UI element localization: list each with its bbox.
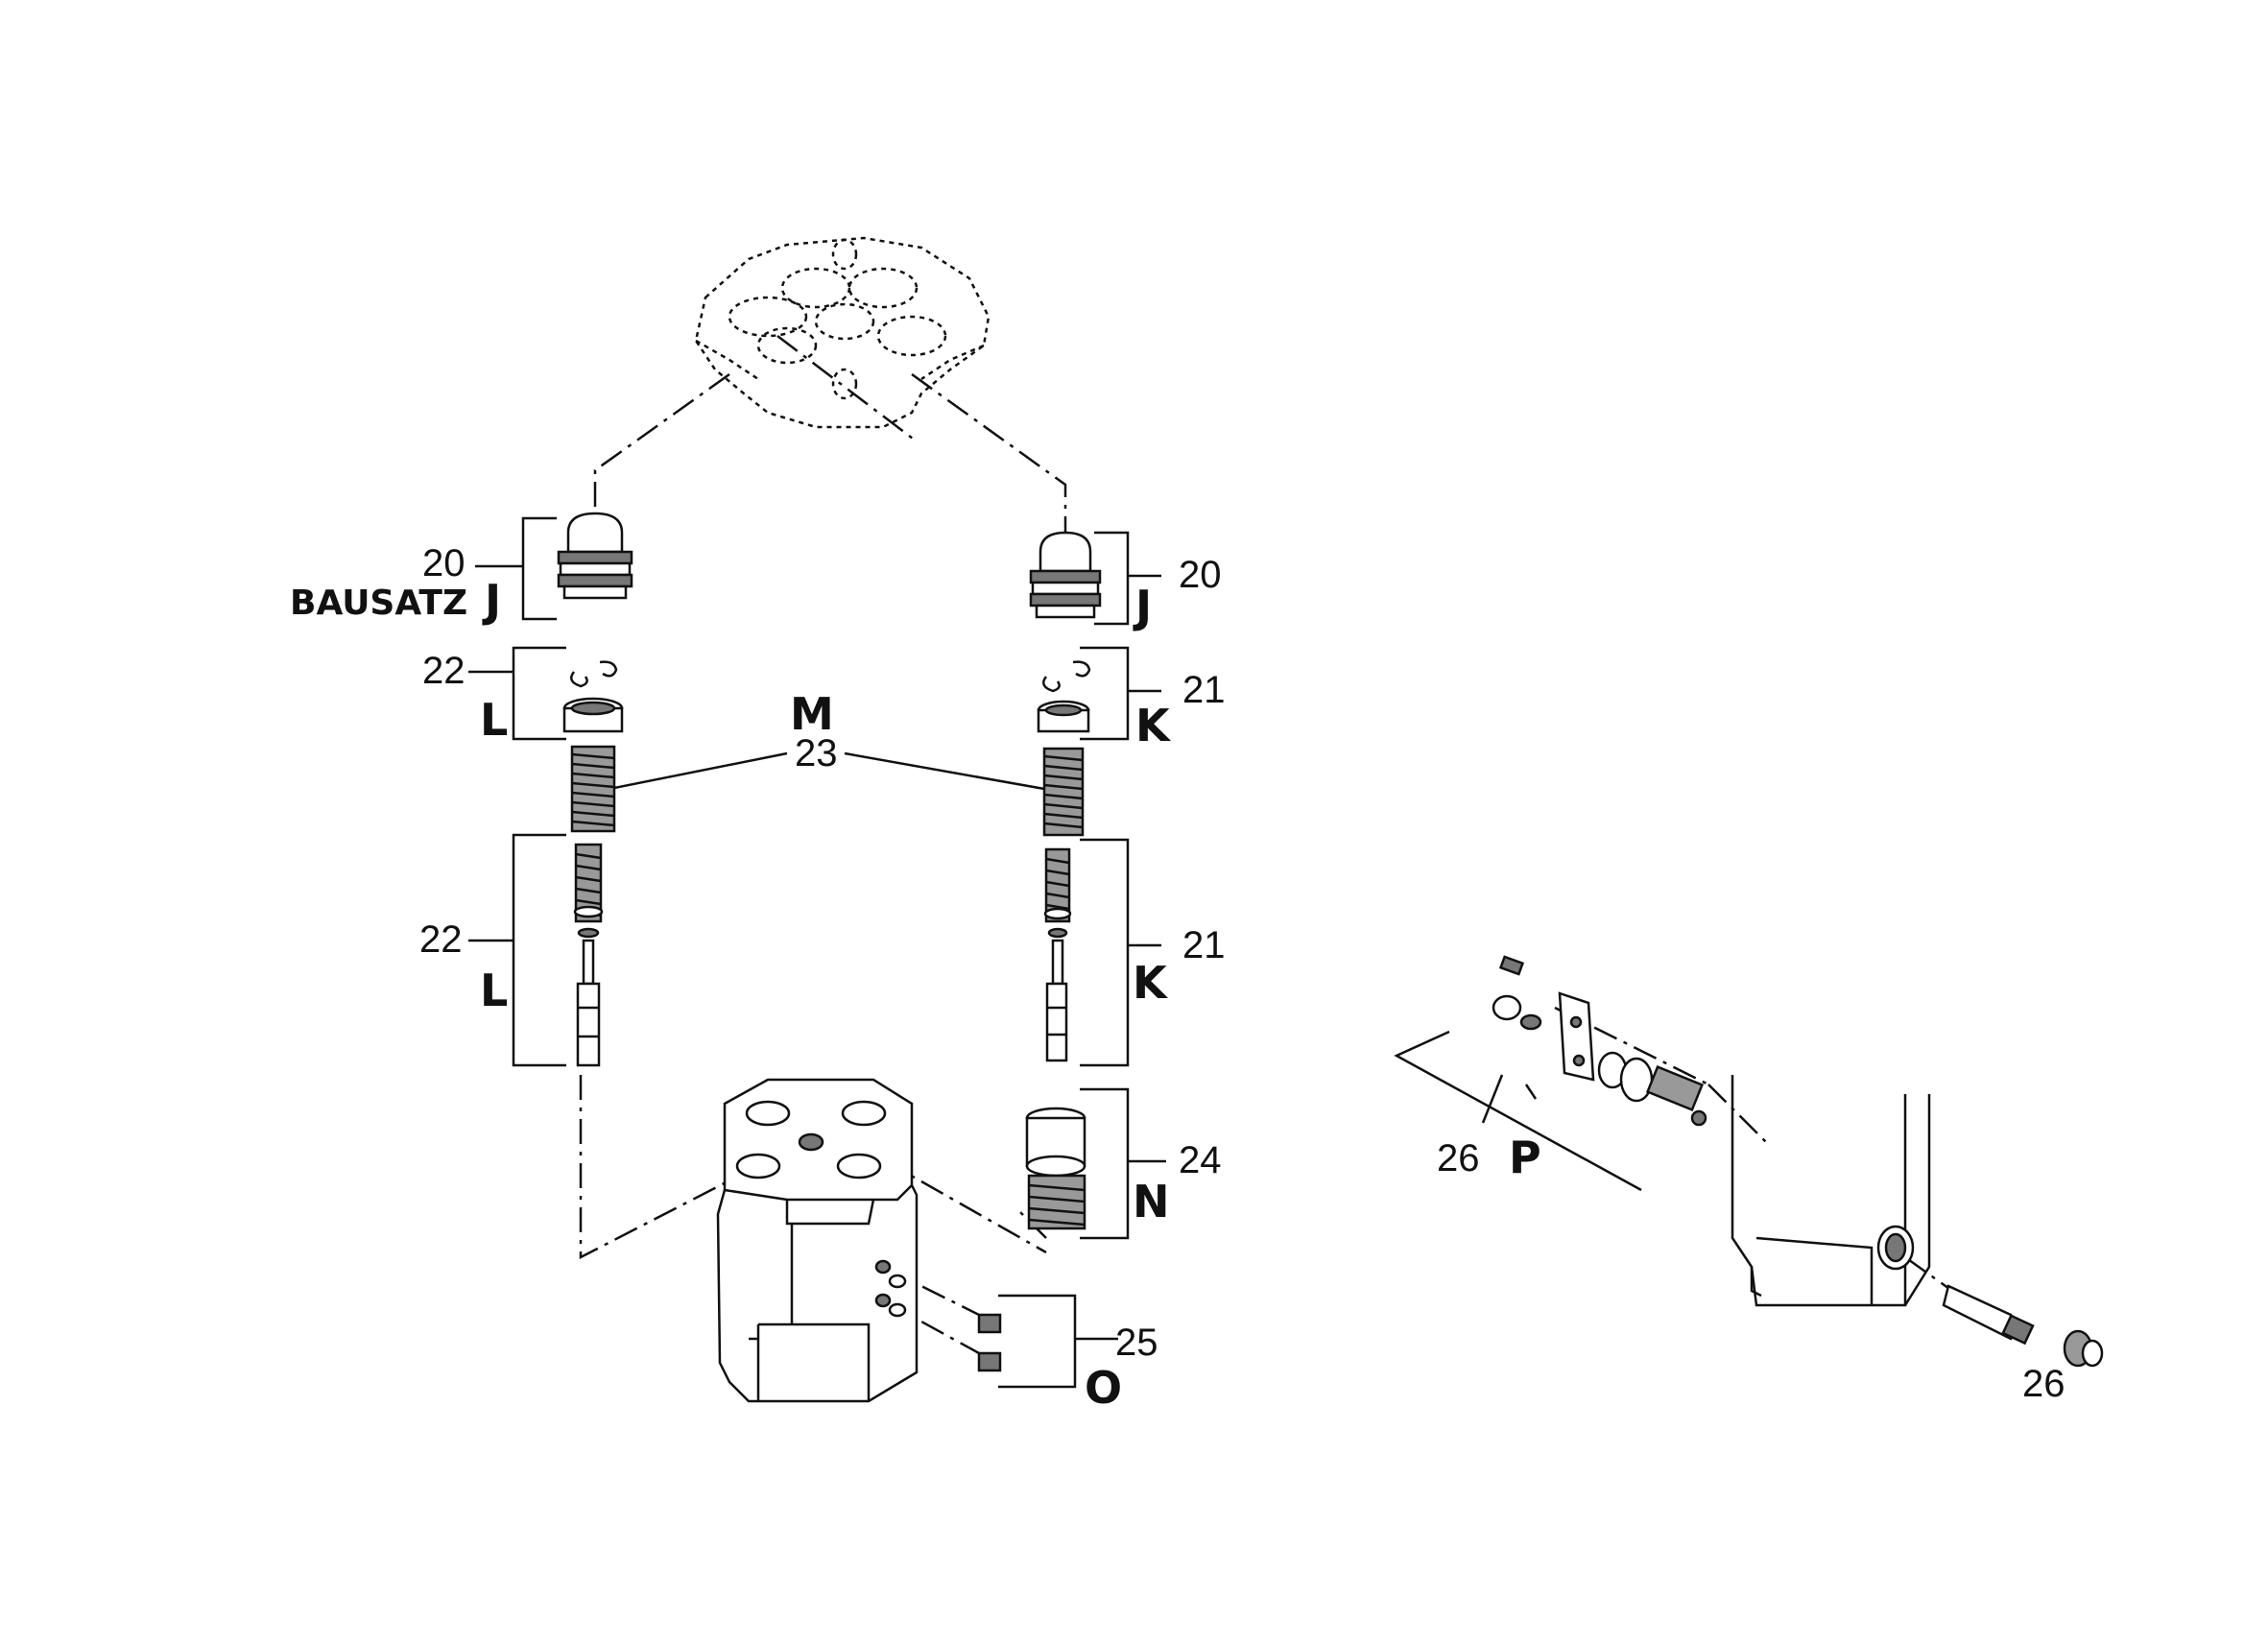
callout-26-left: 26	[1437, 1137, 1480, 1179]
callout-25: 25	[1115, 1322, 1158, 1364]
right-valve-assembly-21	[1043, 847, 1072, 1062]
top-cover-plate	[694, 236, 991, 429]
leader-lines	[468, 516, 1642, 1389]
callout-M: M	[790, 688, 834, 740]
valve-kit-P	[1492, 955, 1707, 1127]
left-valve-assembly-22	[573, 843, 604, 1067]
callout-21-bottom: 21	[1182, 924, 1226, 966]
callout-N: N	[1133, 1176, 1170, 1227]
callout-P: P	[1509, 1132, 1541, 1183]
callout-26-bottom: 26	[2022, 1363, 2065, 1405]
callout-O: O	[1085, 1362, 1122, 1414]
right-retainer-21	[1037, 660, 1091, 733]
callout-20-left: 20	[422, 542, 466, 584]
left-valve-stack	[557, 512, 633, 1067]
callout-23: 23	[795, 732, 838, 774]
callout-20-right: 20	[1179, 554, 1222, 596]
left-spring-23	[570, 745, 616, 833]
screws-25	[888, 1274, 1002, 1372]
callout-21-top: 21	[1182, 669, 1226, 711]
secondary-valve-body	[1731, 1075, 1931, 1307]
callout-J-left: J	[482, 575, 501, 627]
kit-label: BAUSATZ	[290, 584, 467, 623]
callout-22-bottom: 22	[419, 918, 463, 961]
sleeve-and-spring-24	[1025, 1107, 1086, 1230]
callout-L-top: L	[480, 694, 508, 746]
callout-22-top: 22	[422, 650, 466, 692]
left-plug-20	[557, 512, 633, 600]
callout-K-top: K	[1135, 700, 1172, 751]
left-retainer-22	[562, 660, 624, 733]
callout-L-bottom: L	[480, 965, 508, 1016]
main-valve-body	[716, 1078, 919, 1403]
right-spring-23	[1042, 747, 1085, 837]
callout-labels: 20 BAUSATZ J 20 J 22 L 21 K M 23 22 L 21…	[290, 542, 2065, 1414]
callout-K-bottom: K	[1133, 957, 1169, 1009]
plug-and-stem-26	[1942, 1284, 2104, 1368]
callout-24: 24	[1179, 1139, 1222, 1181]
right-plug-20	[1029, 531, 1102, 619]
callout-J-right: J	[1133, 581, 1152, 632]
right-valve-stack	[1025, 531, 1102, 1230]
